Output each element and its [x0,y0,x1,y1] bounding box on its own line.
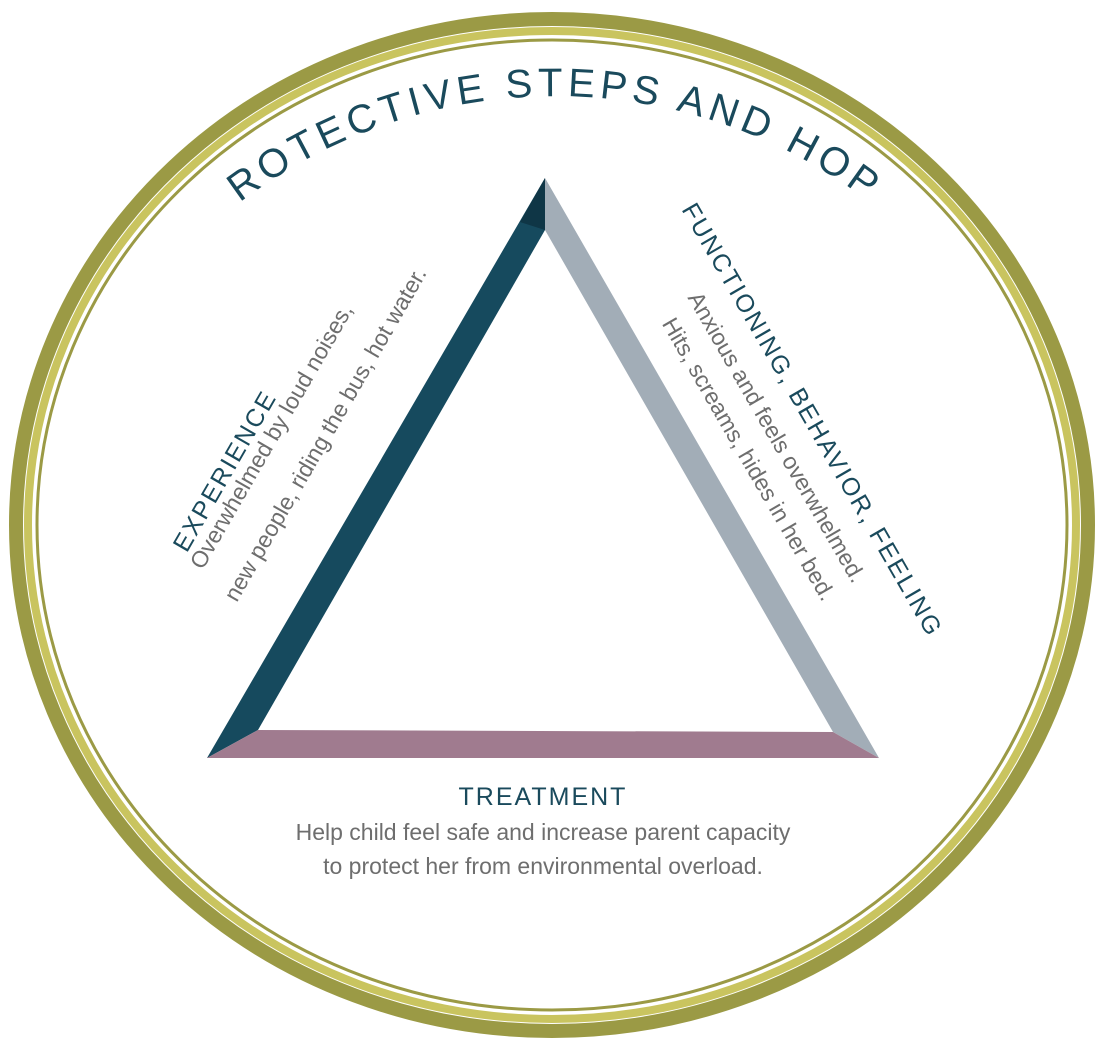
inner-ring [35,38,1069,1012]
treatment-line-2: to protect her from environmental overlo… [323,853,763,879]
outer-ring [9,12,1095,1038]
experience-side [207,178,545,758]
middle-ring [24,27,1080,1023]
treatment-heading: TREATMENT [459,783,628,811]
functioning-side [545,178,879,758]
experience-bevel [520,178,545,230]
treatment-side [207,730,879,758]
treatment-line-1: Help child feel safe and increase parent… [296,819,791,845]
